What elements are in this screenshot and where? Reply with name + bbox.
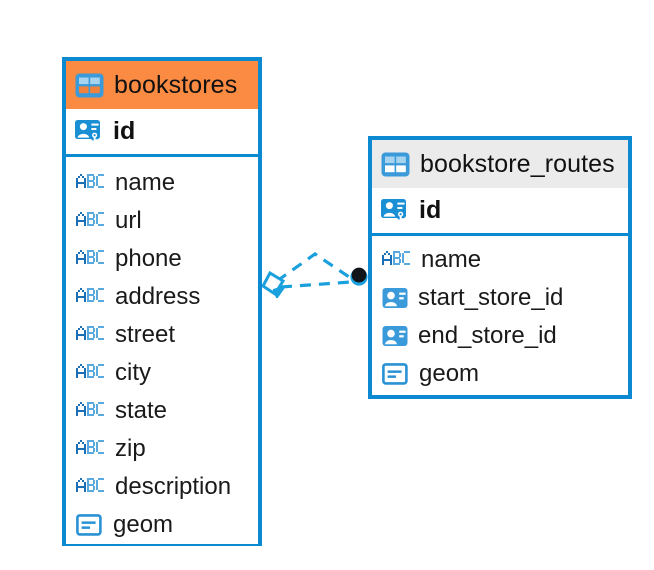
- diamond-arrow-endpoint: [261, 270, 286, 299]
- field-label: zip: [115, 435, 146, 462]
- field-list-bookstore-routes: name start_store_id: [372, 236, 628, 400]
- entity-header-bookstore-routes[interactable]: bookstore_routes: [372, 140, 628, 188]
- text-field-icon: [76, 402, 106, 420]
- text-field-icon: [76, 250, 106, 268]
- field-row[interactable]: phone: [66, 240, 258, 278]
- text-field-icon: [76, 326, 106, 344]
- entity-title: bookstore_routes: [420, 149, 615, 178]
- entity-title: bookstores: [114, 70, 238, 99]
- relationship-line-lower: [280, 280, 352, 289]
- table-icon: [381, 152, 410, 177]
- field-row[interactable]: name: [372, 241, 628, 279]
- field-label: address: [115, 283, 201, 310]
- field-label: description: [115, 473, 232, 500]
- field-label: url: [115, 207, 142, 234]
- text-field-icon: [76, 174, 106, 192]
- field-label: start_store_id: [418, 284, 564, 311]
- text-field-icon: [76, 478, 106, 496]
- entity-header-bookstores[interactable]: bookstores: [66, 61, 258, 109]
- primary-key-label: id: [419, 196, 442, 224]
- foreign-key-icon: [382, 325, 409, 348]
- field-row[interactable]: city: [66, 354, 258, 392]
- text-field-icon: [382, 251, 412, 269]
- field-label: end_store_id: [418, 322, 557, 349]
- entity-bookstores[interactable]: bookstores id: [62, 57, 262, 546]
- field-label: street: [115, 321, 176, 348]
- primary-key-label: id: [113, 117, 136, 145]
- text-field-icon: [76, 212, 106, 230]
- field-row[interactable]: state: [66, 392, 258, 430]
- entity-bookstore-routes[interactable]: bookstore_routes id: [368, 136, 632, 399]
- primary-key-icon: [381, 198, 409, 224]
- field-row[interactable]: description: [66, 468, 258, 506]
- field-row[interactable]: name: [66, 164, 258, 202]
- field-row[interactable]: start_store_id: [372, 279, 628, 317]
- field-row[interactable]: end_store_id: [372, 317, 628, 355]
- field-label: geom: [419, 360, 480, 387]
- relationship-line-upper: [276, 252, 353, 283]
- foreign-key-icon: [382, 287, 409, 310]
- field-label: geom: [113, 511, 174, 538]
- field-label: name: [421, 246, 482, 273]
- primary-key-row-bookstore-routes[interactable]: id: [372, 188, 628, 236]
- field-row[interactable]: zip: [66, 430, 258, 468]
- field-label: state: [115, 397, 168, 424]
- field-list-bookstores: name: [66, 157, 258, 553]
- geometry-field-icon: [76, 513, 104, 537]
- field-label: city: [115, 359, 151, 386]
- filled-circle-endpoint: [350, 267, 368, 286]
- field-row[interactable]: geom: [66, 506, 258, 544]
- table-icon: [75, 73, 104, 98]
- field-row[interactable]: address: [66, 278, 258, 316]
- field-row[interactable]: geom: [372, 355, 628, 393]
- geometry-field-icon: [382, 362, 410, 386]
- text-field-icon: [76, 440, 106, 458]
- text-field-icon: [76, 364, 106, 382]
- primary-key-icon: [75, 119, 103, 145]
- field-label: phone: [115, 245, 182, 272]
- field-row[interactable]: street: [66, 316, 258, 354]
- primary-key-row-bookstores[interactable]: id: [66, 109, 258, 157]
- field-row[interactable]: url: [66, 202, 258, 240]
- text-field-icon: [76, 288, 106, 306]
- field-label: name: [115, 169, 176, 196]
